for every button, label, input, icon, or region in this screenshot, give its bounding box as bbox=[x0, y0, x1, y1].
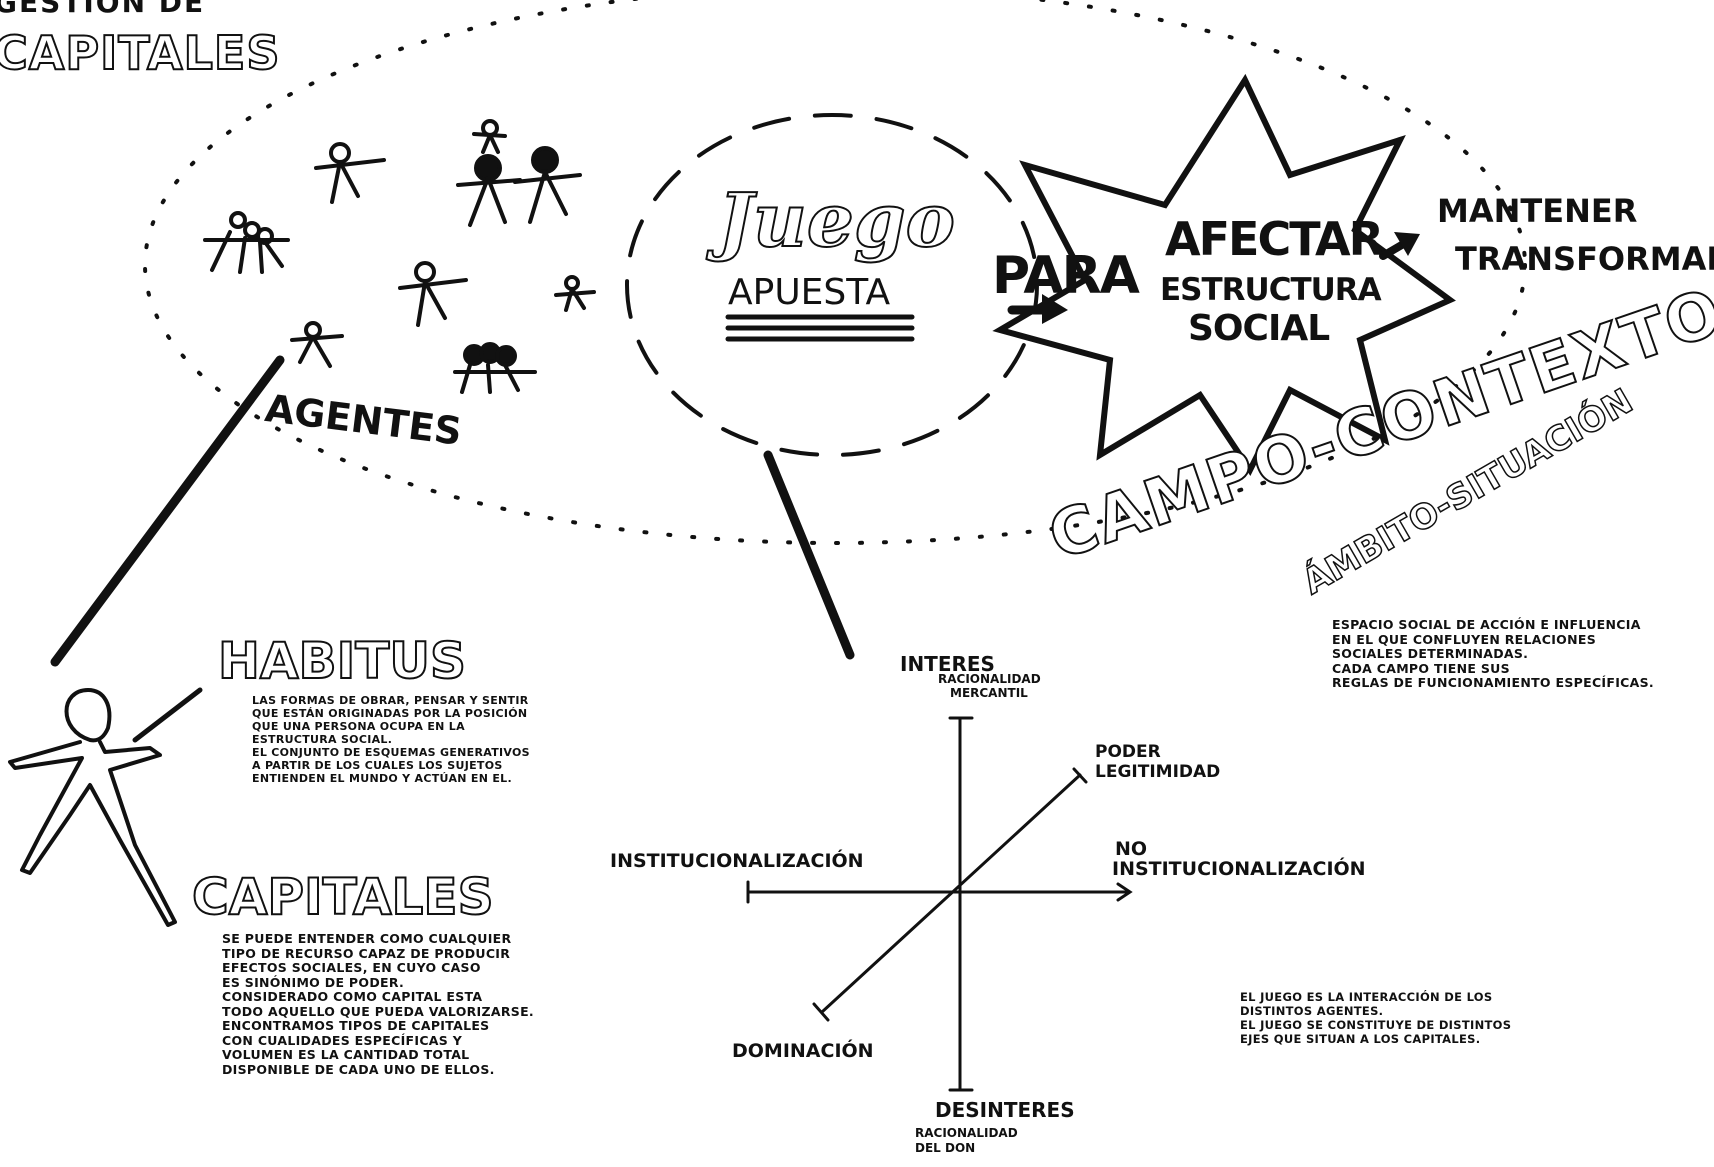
habitus-desc-line: A PARTIR DE LOS CUALES LOS SUJETOS bbox=[252, 759, 503, 772]
campo-desc-line: REGLAS DE FUNCIONAMIENTO ESPECÍFICAS. bbox=[1332, 675, 1654, 690]
habitus-desc-line: QUE ESTÁN ORIGINADAS POR LA POSICIÓN bbox=[252, 707, 528, 720]
axis-label-poder: PODER bbox=[1095, 742, 1161, 762]
habitus-heading: HABITUS bbox=[217, 631, 467, 691]
para-arrow-icon bbox=[1007, 294, 1068, 324]
axis-label-institucionalizacion: INSTITUCIONALIZACIÓN bbox=[610, 850, 864, 872]
juego-desc-line: EJES QUE SITUAN A LOS CAPITALES. bbox=[1240, 1032, 1481, 1046]
axis-label-desinteres: DESINTERES bbox=[935, 1098, 1075, 1122]
juego-label: Juego bbox=[717, 177, 956, 265]
capitales-desc-line: VOLUMEN ES LA CANTIDAD TOTAL bbox=[222, 1047, 470, 1062]
agentes-to-habitus-line bbox=[50, 355, 285, 667]
title-line-1: GESTIÓN DE bbox=[0, 0, 206, 19]
afectar-star-shape bbox=[992, 73, 1456, 476]
campo-description: ESPACIO SOCIAL DE ACCIÓN E INFLUENCIA EN… bbox=[1332, 617, 1712, 691]
person-figure-icon bbox=[8, 687, 203, 927]
axis-label-no: NO bbox=[1115, 838, 1148, 860]
apuesta-label: APUESTA bbox=[728, 272, 891, 313]
axis-label-interes-sub2: MERCANTIL bbox=[950, 686, 1028, 700]
habitus-desc-line: QUE UNA PERSONA OCUPA EN LA bbox=[252, 720, 465, 733]
capitales-desc-line: CON CUALIDADES ESPECÍFICAS Y bbox=[222, 1032, 463, 1048]
campo-desc-line: ESPACIO SOCIAL DE ACCIÓN E INFLUENCIA bbox=[1332, 617, 1641, 632]
axis-label-desinteres-sub2: DEL DON bbox=[915, 1141, 976, 1155]
juego-to-axes-line bbox=[763, 450, 855, 660]
capitales-desc-line: DISPONIBLE DE CADA UNO DE ELLOS. bbox=[222, 1061, 495, 1077]
juego-description: EL JUEGO ES LA INTERACCIÓN DE LOS DISTIN… bbox=[1240, 990, 1620, 1046]
campo-desc-line: EN EL QUE CONFLUYEN RELACIONES bbox=[1332, 631, 1597, 647]
capitales-heading: CAPITALES bbox=[191, 867, 495, 927]
agent-figure-icon bbox=[472, 119, 507, 154]
juego-desc-line: EL JUEGO SE CONSTITUYE DE DISTINTOS bbox=[1240, 1018, 1512, 1032]
juego-desc-line: EL JUEGO ES LA INTERACCIÓN DE LOS bbox=[1240, 990, 1493, 1004]
capitales-desc-line: TODO AQUELLO QUE PUEDA VALORIZARSE. bbox=[222, 1003, 534, 1019]
agent-figure-icon bbox=[456, 154, 522, 227]
mantener-arrow-icon bbox=[1379, 232, 1420, 260]
diagonal-axis bbox=[820, 773, 1082, 1014]
agent-figure-icon bbox=[290, 321, 344, 368]
para-label: PARA bbox=[992, 246, 1140, 306]
star-line-1: AFECTAR bbox=[1165, 212, 1384, 266]
capitales-desc-line: CONSIDERADO COMO CAPITAL ESTA bbox=[222, 989, 483, 1004]
axis-label-interes-sub1: RACIONALIDAD bbox=[938, 672, 1041, 686]
agent-figure-icon bbox=[398, 261, 468, 327]
capitales-desc-line: EFECTOS SOCIALES, EN CUYO CASO bbox=[222, 960, 481, 975]
capitales-desc-line: ENCONTRAMOS TIPOS DE CAPITALES bbox=[222, 1018, 490, 1033]
apuesta-underline bbox=[725, 314, 915, 342]
mantener-label: MANTENER bbox=[1437, 192, 1638, 230]
juego-dashed-ellipse bbox=[625, 113, 1039, 457]
agent-figure-icon bbox=[314, 142, 386, 204]
agent-figure-icon bbox=[513, 146, 582, 224]
transformar-label: TRANSFORMAR bbox=[1455, 240, 1714, 278]
habitus-description: LAS FORMAS DE OBRAR, PENSAR Y SENTIR QUE… bbox=[252, 694, 612, 785]
axis-label-no-institucionalizacion: INSTITUCIONALIZACIÓN bbox=[1112, 858, 1366, 880]
habitus-desc-line: LAS FORMAS DE OBRAR, PENSAR Y SENTIR bbox=[252, 694, 529, 707]
campo-desc-line: SOCIALES DETERMINADAS. bbox=[1332, 646, 1529, 661]
star-line-2: ESTRUCTURA bbox=[1160, 272, 1382, 308]
agent-figure-icon bbox=[203, 211, 290, 274]
axis-label-dominacion: DOMINACIÓN bbox=[732, 1040, 874, 1062]
capitales-desc-line: TIPO DE RECURSO CAPAZ DE PRODUCIR bbox=[222, 945, 511, 961]
agent-figure-icon bbox=[453, 342, 537, 394]
axes bbox=[746, 716, 1133, 1092]
capitales-desc-line: SE PUEDE ENTENDER COMO CUALQUIER bbox=[222, 931, 512, 946]
agentes-figures bbox=[203, 119, 596, 394]
agent-figure-icon bbox=[554, 275, 596, 312]
star-line-3: SOCIAL bbox=[1188, 308, 1330, 349]
campo-desc-line: CADA CAMPO TIENE SUS bbox=[1332, 660, 1510, 676]
title-line-2: CAPITALES bbox=[0, 25, 281, 81]
capitales-desc-line: ES SINÓNIMO DE PODER. bbox=[222, 974, 405, 990]
habitus-desc-line: ENTIENDEN EL MUNDO Y ACTÚAN EN EL. bbox=[252, 772, 512, 785]
axis-label-desinteres-sub1: RACIONALIDAD bbox=[915, 1126, 1018, 1140]
capitales-description: SE PUEDE ENTENDER COMO CUALQUIER TIPO DE… bbox=[222, 931, 602, 1077]
campo-dotted-ellipse bbox=[143, 0, 1527, 545]
juego-desc-line: DISTINTOS AGENTES. bbox=[1240, 1004, 1384, 1018]
habitus-desc-line: EL CONJUNTO DE ESQUEMAS GENERATIVOS bbox=[252, 746, 530, 759]
axis-label-legitimidad: LEGITIMIDAD bbox=[1095, 762, 1221, 782]
habitus-desc-line: ESTRUCTURA SOCIAL. bbox=[252, 733, 393, 746]
axis-label-interes: INTERES bbox=[900, 652, 995, 676]
